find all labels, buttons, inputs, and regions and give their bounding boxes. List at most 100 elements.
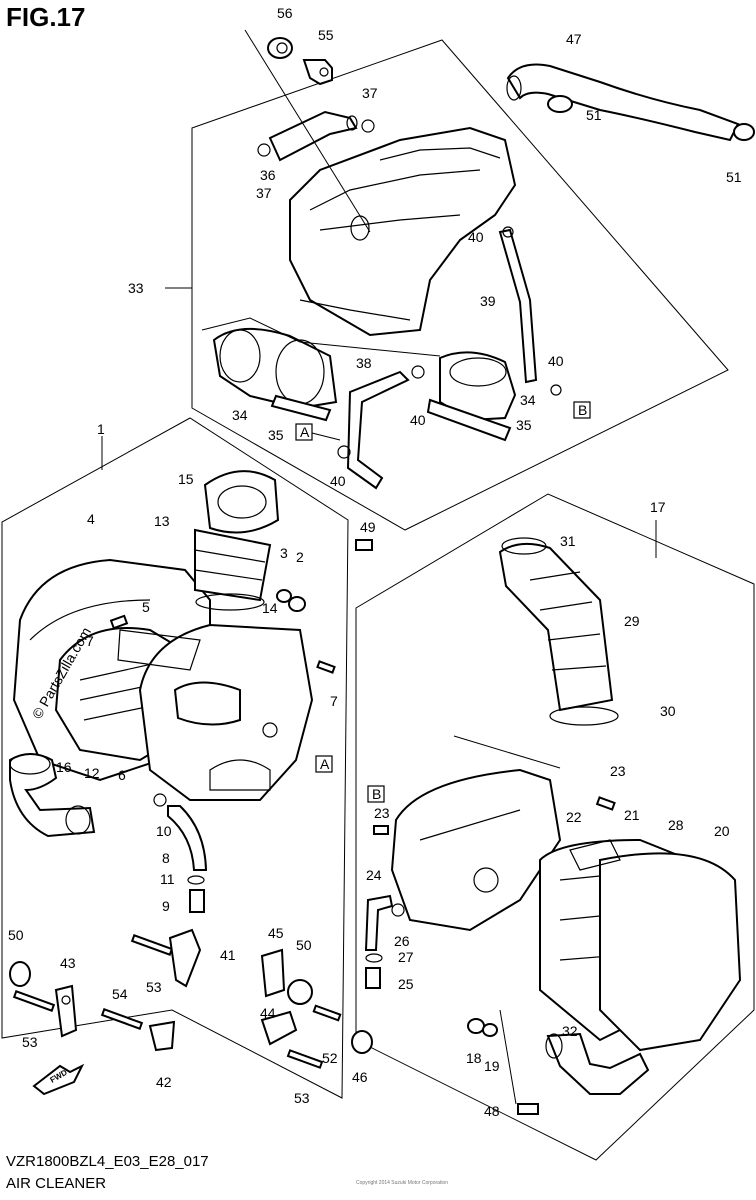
callout-c40c: 40 [330, 473, 346, 489]
nut-2 [288, 596, 306, 612]
screw-7b [316, 660, 336, 674]
callout-c31: 31 [560, 533, 576, 549]
bracket-44 [260, 1010, 298, 1046]
ref-label-rB1: B [578, 402, 587, 418]
callout-c44: 44 [260, 1005, 276, 1021]
plug-9 [189, 889, 205, 913]
callout-c53a: 53 [22, 1034, 38, 1050]
clamp-40a [502, 226, 514, 238]
callout-c25: 25 [398, 976, 414, 992]
callout-c14: 14 [262, 600, 278, 616]
bolt-49 [355, 539, 373, 551]
grommet-50a [9, 961, 31, 987]
callout-c22: 22 [566, 809, 582, 825]
air-box-17 [390, 768, 562, 932]
gasket-22 [569, 839, 621, 871]
callout-c5: 5 [142, 599, 150, 615]
callout-c24: 24 [366, 867, 382, 883]
air-box-upper [289, 126, 517, 337]
bolt-48 [517, 1103, 539, 1115]
callout-c48: 48 [484, 1103, 500, 1119]
callout-c32: 32 [562, 1023, 578, 1039]
callout-c7b: 7 [330, 693, 338, 709]
clip-42 [148, 1020, 176, 1052]
callout-c2: 2 [296, 549, 304, 565]
callout-c40a: 40 [468, 229, 484, 245]
screw-23b [373, 825, 389, 835]
callout-c43: 43 [60, 955, 76, 971]
plug-25 [365, 967, 381, 989]
drain-hose-8 [167, 805, 208, 871]
valve-55 [302, 59, 333, 86]
reference-boxes: A A B B [295, 401, 591, 803]
callout-c35b: 35 [516, 417, 532, 433]
callout-c47: 47 [566, 31, 582, 47]
callout-c30: 30 [660, 703, 676, 719]
callout-c55: 55 [318, 27, 334, 43]
seal-18 [467, 1018, 485, 1034]
ref-box-rA2: A [315, 755, 333, 773]
ref-label-rA1: A [300, 424, 310, 440]
clamp-10 [153, 793, 167, 807]
callout-c50b: 50 [296, 937, 312, 953]
gasket-5 [117, 629, 201, 671]
callout-c53b: 53 [146, 979, 162, 995]
callout-c15: 15 [178, 471, 194, 487]
funnel-15 [203, 470, 280, 534]
grommet-46 [351, 1030, 373, 1054]
clamp-14 [195, 593, 265, 611]
hose-24 [364, 894, 394, 951]
clamp-26 [391, 903, 405, 917]
callout-c53c: 53 [294, 1090, 310, 1106]
hose-39 [498, 228, 538, 384]
callout-c35a: 35 [268, 427, 284, 443]
clamp-40d [550, 384, 562, 396]
footer-name: AIR CLEANER [6, 1175, 107, 1192]
callout-c40d: 40 [548, 353, 564, 369]
footer-code: VZR1800BZL4_E03_E28_017 [6, 1153, 209, 1170]
callout-c13: 13 [154, 513, 170, 529]
grommet-56 [267, 37, 293, 59]
callout-c7a: 7 [86, 633, 94, 649]
intake-duct-34a [212, 327, 338, 422]
callout-c23a: 23 [610, 763, 626, 779]
duct-29 [498, 542, 614, 712]
screw-7a [109, 614, 129, 630]
cover-20 [599, 852, 742, 1052]
callout-c29: 29 [624, 613, 640, 629]
duct-13 [194, 528, 272, 602]
callout-c51a: 51 [586, 107, 602, 123]
intake-duct-34b [426, 351, 517, 442]
fwd-arrow-icon: FWD [32, 1063, 85, 1096]
callout-c39: 39 [480, 293, 496, 309]
bolt-53a [12, 990, 56, 1012]
callout-c54: 54 [112, 986, 128, 1002]
callout-c8: 8 [162, 850, 170, 866]
ref-box-rB2: B [367, 785, 385, 803]
bolt-54 [100, 1008, 144, 1030]
callout-c19: 19 [484, 1058, 500, 1074]
ref-box-rB1: B [573, 401, 591, 419]
callout-c37a: 37 [256, 185, 272, 201]
clamp-51a [547, 95, 573, 113]
callout-c56: 56 [277, 5, 293, 21]
callout-c49: 49 [360, 519, 376, 535]
callout-c40b: 40 [410, 412, 426, 428]
clamp-40c [337, 445, 351, 459]
callout-c45: 45 [268, 925, 284, 941]
callout-c50a: 50 [8, 927, 24, 943]
clamp-37b [361, 119, 375, 133]
callout-c28: 28 [668, 817, 684, 833]
bolt-53c [286, 1049, 324, 1069]
clamp-31 [501, 537, 547, 555]
callout-c18: 18 [466, 1050, 482, 1066]
callout-c52: 52 [322, 1050, 338, 1066]
hose-36 [268, 110, 358, 162]
ref-label-rB2: B [372, 786, 381, 802]
washer-19 [482, 1023, 498, 1037]
clamp-27 [365, 953, 383, 963]
callout-c10: 10 [156, 823, 172, 839]
bracket-41 [168, 928, 202, 988]
clamp-30 [549, 706, 619, 726]
